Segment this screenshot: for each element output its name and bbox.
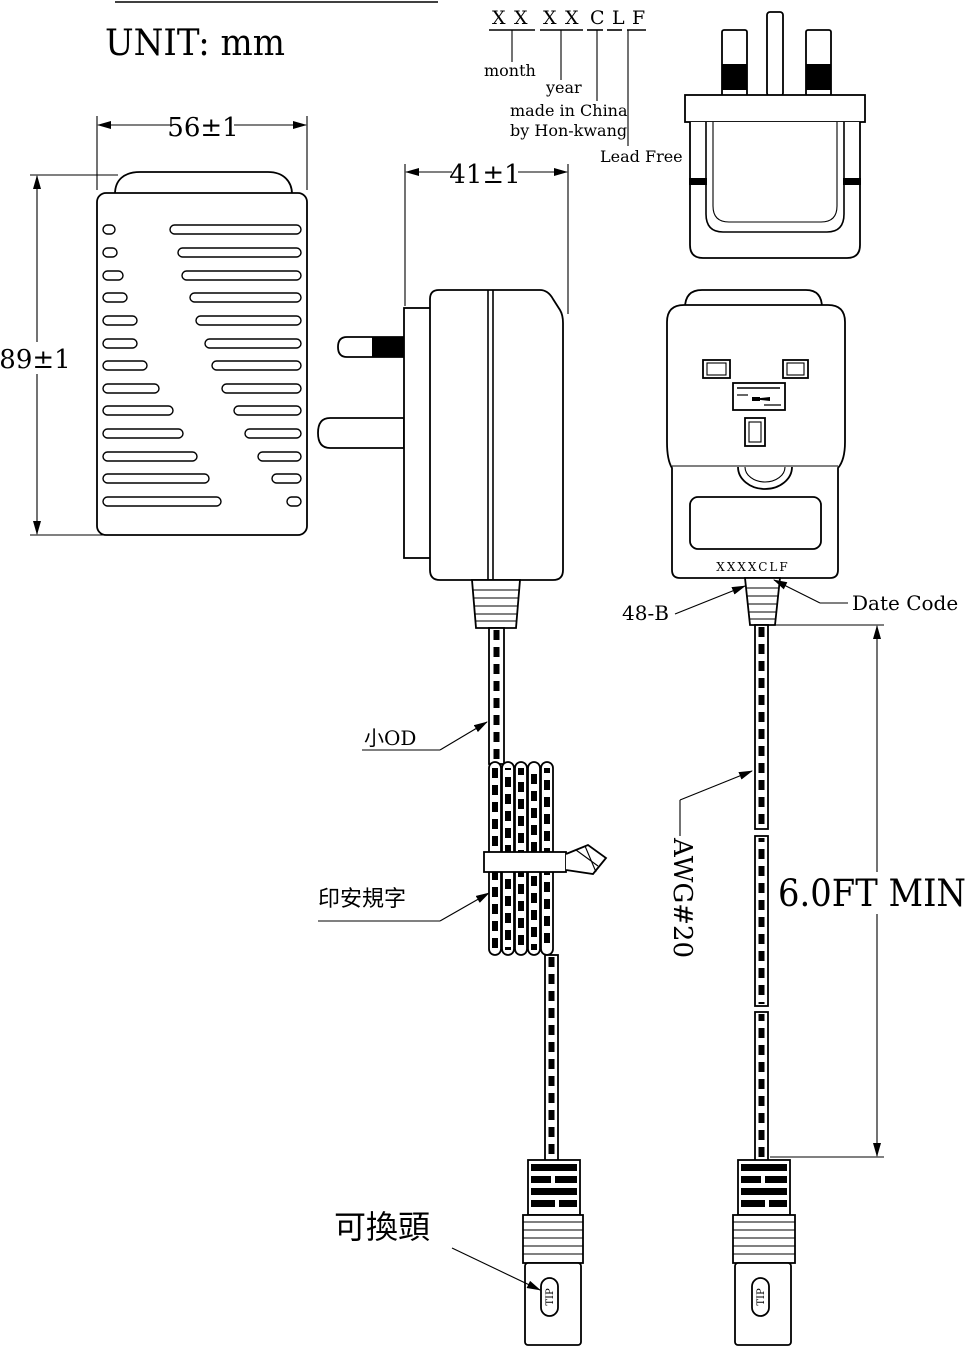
vent-slot	[271, 473, 302, 484]
vent-slot	[102, 360, 148, 371]
vent-slot	[102, 473, 210, 484]
code-char: X	[565, 7, 579, 29]
vent-slot	[177, 247, 302, 258]
date-code-callout: Date Code	[773, 579, 958, 615]
vent-slot	[102, 338, 138, 349]
strain-relief-label: 48-B	[622, 601, 669, 625]
code-char: X	[514, 7, 528, 29]
interchangeable-tip-callout: 可換頭	[334, 1208, 541, 1291]
year-label: year	[545, 78, 582, 97]
cable-length-dimension: 6.0FT MIN	[770, 624, 970, 1158]
safety-marking-callout: 印安規字	[318, 887, 490, 922]
cable-tie	[483, 843, 608, 875]
height-dimension: 89±1	[0, 174, 118, 536]
lower-panel	[689, 496, 822, 550]
vent-slot	[102, 292, 128, 303]
depth-value: 41±1	[449, 160, 520, 190]
vent-slot	[195, 315, 302, 326]
socket-neutral	[782, 359, 809, 379]
socket-earth	[744, 417, 766, 447]
vent-slot	[102, 224, 116, 235]
tip-label: TIP	[756, 1288, 767, 1306]
cable-od-label: 小OD	[364, 726, 416, 750]
tip-label: TIP	[545, 1288, 556, 1306]
date-code-legend: X X X X C L F month year made in China b…	[484, 7, 683, 166]
cable-length-value: 6.0FT MIN	[778, 872, 966, 915]
vent-slot	[233, 405, 302, 416]
strain-relief-front-ridges	[746, 587, 779, 620]
neutral-pin-sleeve	[806, 64, 831, 90]
code-leader-lines	[511, 30, 629, 146]
vent-slot	[257, 451, 302, 462]
front-view	[96, 171, 308, 536]
cable-front	[754, 624, 769, 1162]
code-char: X	[492, 7, 506, 29]
plug-top-body	[689, 122, 861, 259]
lead-free-label: Lead Free	[600, 147, 683, 166]
lower-pin	[317, 417, 405, 449]
vent-slot	[169, 224, 302, 235]
month-label: month	[484, 61, 536, 80]
release-notch	[737, 466, 793, 490]
height-value: 89±1	[0, 345, 71, 375]
upper-pin-sleeve	[372, 337, 404, 357]
dc-connector-side: TIP	[522, 1159, 584, 1346]
width-dimension: 56±1	[96, 108, 308, 190]
live-pin-sleeve	[722, 64, 747, 90]
depth-dimension: 41±1	[404, 155, 569, 314]
strain-relief-front	[743, 577, 782, 626]
dc-connector-front: TIP	[732, 1159, 796, 1346]
socket-live	[702, 359, 731, 379]
cable-lower	[544, 954, 559, 1162]
code-char: L	[612, 7, 625, 29]
vent-slot	[189, 292, 302, 303]
date-code-label: Date Code	[852, 591, 958, 615]
plug-front-bump	[684, 289, 823, 309]
vent-slot	[102, 405, 174, 416]
rating-label	[732, 382, 786, 411]
strain-relief-callout: 48-B	[622, 585, 746, 625]
plug-front-view: XXXXCLF	[666, 289, 846, 1346]
manufacturer-label: by Hon-kwang	[510, 121, 627, 140]
cable-od-callout: 小OD	[362, 721, 488, 751]
vent-slot	[221, 383, 302, 394]
vent-slot	[102, 428, 184, 439]
cable-upper	[488, 627, 505, 765]
vent-slot	[102, 451, 198, 462]
strain-relief	[471, 579, 521, 629]
strain-relief-ridges	[473, 589, 519, 622]
vent-slot	[102, 270, 124, 281]
unit-label: UNIT: mm	[105, 23, 285, 64]
wire-gauge-label: AWG#20	[667, 837, 697, 958]
plug-base	[403, 307, 432, 559]
width-value: 56±1	[167, 113, 238, 143]
vent-slot	[102, 383, 160, 394]
earth-pin	[766, 11, 784, 97]
code-char: C	[590, 7, 605, 29]
code-char: F	[632, 7, 645, 29]
interchangeable-tip-label: 可換頭	[334, 1208, 430, 1246]
vent-slot	[181, 270, 302, 281]
vent-slot	[211, 360, 302, 371]
vent-slot	[286, 496, 302, 507]
vent-slot	[244, 428, 302, 439]
adapter-date-marking: XXXXCLF	[716, 560, 789, 574]
side-view: TIP	[317, 289, 608, 1346]
vent-slot	[102, 247, 118, 258]
wire-gauge-callout: AWG#20	[667, 770, 753, 958]
front-top-bump	[114, 171, 293, 195]
plug-face-plate	[684, 94, 866, 123]
safety-marking-label: 印安規字	[318, 887, 406, 912]
vent-slot	[102, 315, 138, 326]
made-in-label: made in China	[510, 101, 628, 120]
code-char: X	[543, 7, 557, 29]
plug-top-view	[684, 11, 866, 259]
vent-slot	[204, 338, 302, 349]
vent-slot	[102, 496, 222, 507]
vent-grille	[102, 224, 302, 507]
side-body	[429, 289, 564, 581]
